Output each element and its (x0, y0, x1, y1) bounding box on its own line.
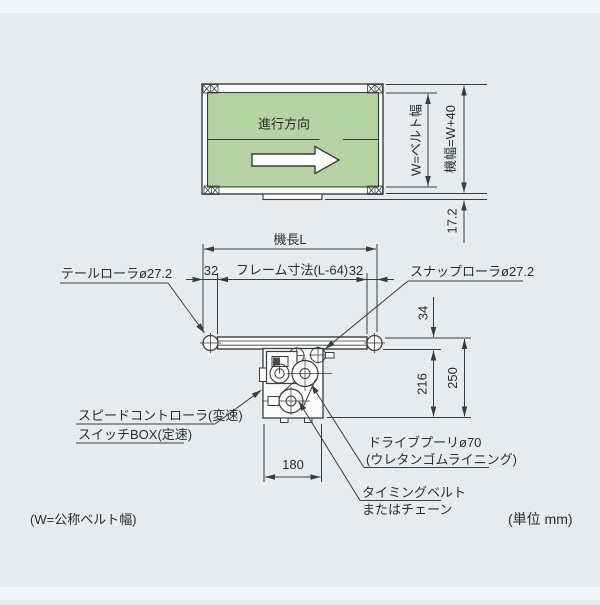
drive-pulley-label-line1: ドライブプーリø70 (368, 435, 481, 450)
leader-lines (60, 280, 523, 501)
motor-shaft (267, 396, 280, 406)
end-offset-left-label: 32 (204, 263, 218, 278)
drive-pulley (287, 357, 332, 391)
drive-unit (259, 346, 335, 423)
snap-roller-leader (324, 280, 409, 350)
length-dimensions (186, 244, 394, 334)
machine-width-dim-label: 機幅=W+40 (443, 105, 458, 173)
direction-arrow (251, 145, 341, 175)
top-view-width-dimensions (325, 84, 487, 243)
tail-roller (200, 333, 221, 353)
tension-adjuster (325, 352, 335, 359)
drive-pulley-label-line2: (ウレタンゴムライニング) (366, 452, 517, 467)
end-offset-right-label: 32 (349, 263, 363, 278)
drive-unit-foot (280, 417, 289, 423)
timing-belt-label-line1: タイミングベルト (362, 485, 466, 500)
controller-display (271, 356, 289, 367)
top-view: 進行方向 (201, 83, 384, 201)
frame-length-label: フレーム寸法(L-64) (236, 263, 348, 278)
timing-belt-leader (298, 400, 361, 501)
drive-width-label: 180 (282, 457, 304, 472)
drive-pulley-leader (310, 383, 365, 468)
direction-label: 進行方向 (258, 117, 310, 132)
total-height-label: 250 (445, 367, 460, 389)
speed-controller-leader (214, 389, 262, 425)
machine-length-label: 機長L (273, 232, 306, 247)
tail-roller-label: テールローラø27.2 (61, 266, 172, 281)
side-view (200, 333, 385, 423)
snap-roller-label: スナップローラø27.2 (410, 264, 534, 279)
top-edge-band (0, 0, 600, 13)
side-frame-bar (216, 336, 368, 350)
head-roller (364, 333, 385, 353)
timing-belt-label-line2: またはチェーン (362, 502, 452, 517)
height-dimensions (327, 297, 471, 418)
speed-controller-label: スピードコントローラ(変速) (78, 408, 243, 423)
belt-width-dim-label: W=ベルト幅 (409, 104, 424, 176)
tail-roller-leader (167, 282, 205, 334)
switch-box-label: スイッチBOX(定速) (78, 427, 192, 442)
drive-height-label: 216 (415, 373, 430, 395)
protrusion-dim-label: 17.2 (445, 208, 460, 233)
frame-height-label: 34 (416, 306, 431, 320)
drive-width-dimension (263, 424, 322, 482)
drive-housing-tab (262, 193, 323, 201)
controller-flange (259, 367, 267, 382)
bottom-edge-band (0, 587, 600, 600)
drive-unit-foot (304, 417, 313, 423)
unit-note: (単位 mm) (508, 511, 573, 527)
belt-width-note: (W=公称ベルト幅) (30, 512, 137, 527)
